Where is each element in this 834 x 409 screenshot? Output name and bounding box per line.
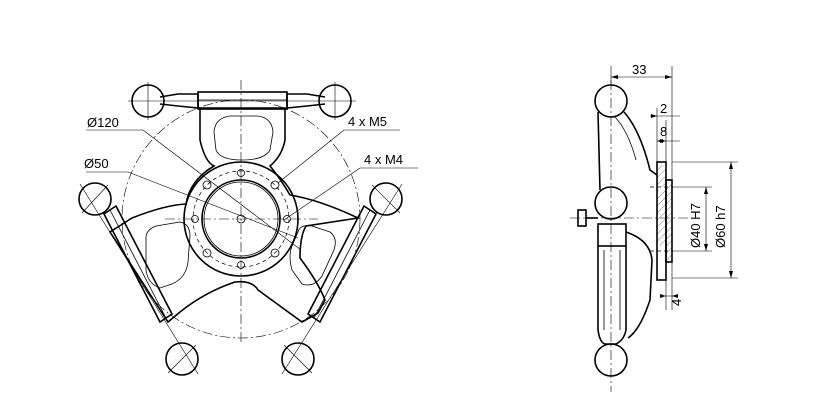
side-lower-arm: [597, 231, 653, 345]
left-top-knob: [78, 182, 112, 216]
dim-flange-top-label: 2: [660, 101, 667, 116]
dim-width-label: 33: [632, 62, 646, 77]
left-window: [145, 221, 191, 289]
side-flange-hatch-top: [657, 165, 666, 187]
right-window: [289, 225, 336, 286]
dim-flange-thickness-label: 8: [660, 124, 667, 139]
m4-hole: [283, 215, 291, 223]
right-top-knob: [369, 182, 403, 216]
top-window: [213, 115, 274, 161]
left-bottom-knob: [165, 342, 199, 376]
side-spindle-block: [597, 223, 627, 247]
dim-bore-label: Ø40 H7: [688, 203, 703, 248]
side-view: 33 2 8 Ø40 H7 Ø60 h7 4: [570, 62, 738, 392]
right-arm: [281, 182, 403, 376]
dim-hub-circle-label: Ø50: [84, 156, 109, 171]
front-view: Ø120 Ø50 4 x M5 4 x M4: [78, 80, 418, 376]
top-arm-bar: [197, 91, 288, 110]
dim-spigot-label: Ø60 h7: [713, 205, 728, 248]
m5-hole: [270, 248, 280, 258]
side-upper-arm: [597, 111, 658, 191]
m5-hole: [270, 180, 280, 190]
dim-outer-circle-label: Ø120: [87, 115, 119, 130]
m5-hole: [202, 180, 212, 190]
dim-spigot-depth-label: 4: [669, 299, 684, 306]
dim-bolt-m5-label: 4 x M5: [348, 114, 387, 129]
right-bottom-knob: [281, 342, 315, 376]
left-arm: [78, 182, 199, 376]
dim-bolt-m4-label: 4 x M4: [364, 152, 403, 167]
m5-hole: [202, 248, 212, 258]
